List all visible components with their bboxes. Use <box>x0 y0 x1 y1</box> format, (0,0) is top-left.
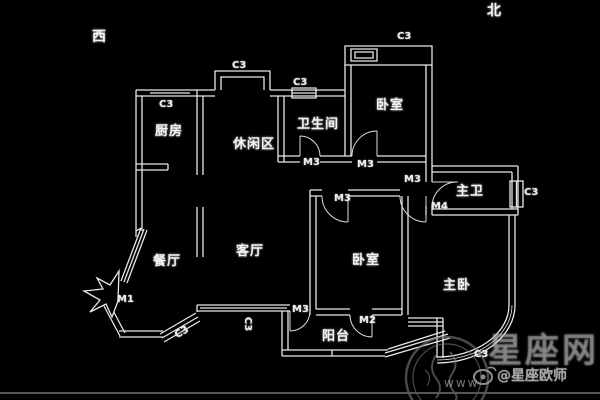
room-label-living: 客厅 <box>236 244 265 259</box>
watermark-weibo-handle: @星座欧师 <box>497 368 567 384</box>
walls <box>103 45 524 364</box>
door-tag-m4-master-bath: M4 <box>431 201 448 212</box>
room-label-bedroom-mid: 卧室 <box>352 253 381 268</box>
window-tag-master-bath: C3 <box>524 187 539 198</box>
door-swings <box>289 130 459 338</box>
window-tag-bedroom-top: C3 <box>397 31 412 42</box>
room-label-master-bedroom: 主卧 <box>443 278 472 293</box>
room-label-bedroom-top: 卧室 <box>376 98 405 113</box>
watermark-seal-icon <box>404 335 490 400</box>
watermark-site-text: 星座网 <box>488 331 599 371</box>
compass-west: 西 <box>92 29 106 45</box>
room-label-leisure: 休闲区 <box>233 137 276 152</box>
door-tag-m1-entry: M1 <box>117 294 134 305</box>
entry-arrow-icon <box>81 268 120 319</box>
door-tag-m3-master-entry: M3 <box>404 174 421 185</box>
watermark-url-text: www <box>444 376 480 390</box>
window-tag-bay: C3 <box>232 60 247 71</box>
window-tag-bathwall: C3 <box>293 77 308 88</box>
room-label-dining: 餐厅 <box>153 254 182 269</box>
door-tag-m3-bathroom: M3 <box>303 157 320 168</box>
room-label-balcony: 阳台 <box>322 329 351 344</box>
door-tag-m3-bedroom-mid: M3 <box>334 193 351 204</box>
door-tag-m2-balcony: M2 <box>359 315 376 326</box>
compass-north: 北 <box>487 3 501 19</box>
bottom-border-line <box>0 392 600 394</box>
window-tag-living-wall: C3 <box>242 316 254 332</box>
door-tag-m3-balcony: M3 <box>292 304 309 315</box>
window-tag-master-arc: C3 <box>474 349 489 360</box>
room-label-bathroom: 卫生间 <box>297 117 340 132</box>
room-label-master-bath: 主卫 <box>456 184 485 199</box>
door-tag-m3-bedroom-top: M3 <box>357 159 374 170</box>
window-tag-kitchen: C3 <box>159 99 174 110</box>
room-label-kitchen: 厨房 <box>155 124 184 139</box>
weibo-icon <box>473 366 497 385</box>
